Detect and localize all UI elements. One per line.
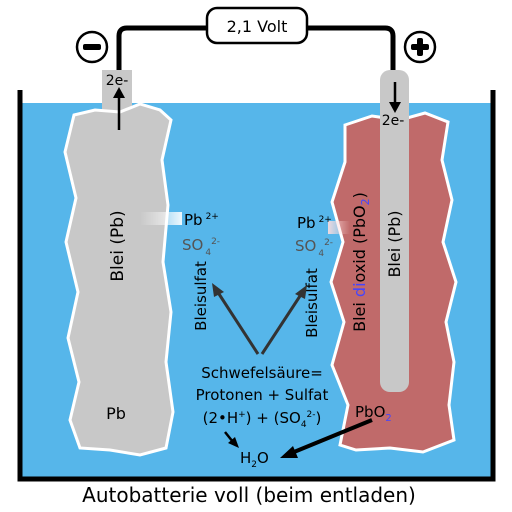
acid-line-3: (2•H+) + (SO42-) [203, 409, 322, 430]
plus-icon [411, 38, 429, 56]
left-plate-body [63, 102, 175, 457]
electron-up-arrowhead [113, 87, 125, 98]
connecting-wire [116, 25, 396, 70]
water-formula: H2O [240, 449, 269, 470]
lead-sulfate-label-left: Bleisulfat [192, 261, 210, 331]
reaction-arrow-right-head [295, 285, 307, 299]
right-plate-core-label: Blei (Pb) [385, 210, 404, 277]
electron-down-arrowhead [389, 102, 401, 113]
voltage-box [205, 6, 309, 45]
ion-glow-left [140, 212, 182, 225]
acid-line-2: Protonen + Sulfat [196, 386, 329, 404]
right-plate-coating-label: Blei dioxid (PbO2) [350, 192, 372, 332]
left-plate-label: Blei (Pb) [108, 210, 128, 281]
right-plate-core [380, 70, 409, 392]
reaction-arrow-left-head [212, 283, 224, 297]
reaction-arrow-left [217, 293, 260, 355]
right-plate [329, 70, 458, 454]
acid-line-1: Schwefelsäure= [201, 364, 323, 382]
ion-glow-right [328, 221, 350, 234]
electron-label-left: 2e- [106, 73, 129, 89]
left-plate-material: Pb [106, 404, 126, 423]
negative-terminal [75, 30, 109, 64]
lead-sulfate-label-right: Bleisulfat [303, 268, 321, 338]
electron-label-right: 2e- [382, 113, 405, 129]
oxygen-to-water-arrowhead [280, 446, 298, 458]
battery-container [17, 90, 496, 482]
minus-icon [83, 44, 101, 50]
proton-to-water-arrowhead [228, 437, 239, 448]
left-plate [63, 70, 175, 457]
right-plate-material: PbO2 [355, 403, 392, 424]
voltage-label: 2,1 Volt [227, 17, 288, 36]
reaction-arrow-right [260, 295, 302, 355]
oxygen-to-water-arrow [293, 418, 373, 454]
positive-terminal [403, 30, 437, 64]
caption: Autobatterie voll (beim entladen) [82, 483, 416, 507]
